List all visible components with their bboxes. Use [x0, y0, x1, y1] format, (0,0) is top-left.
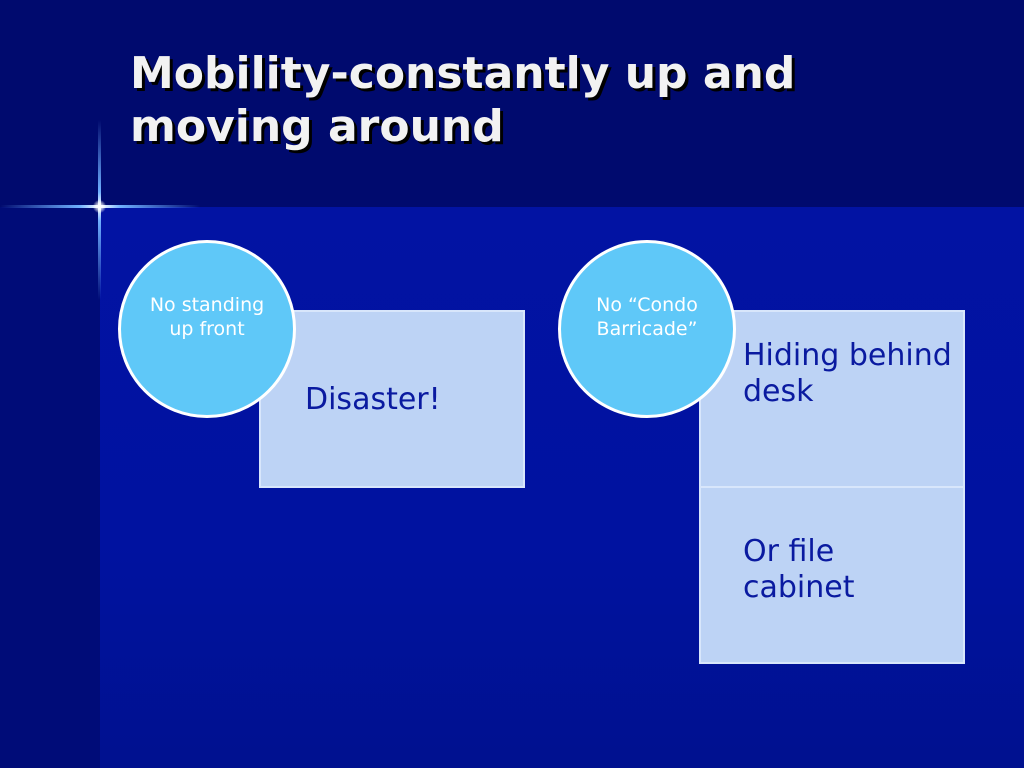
- hiding-behind-desk-box: Hiding behind desk: [699, 310, 965, 488]
- hiding-behind-desk-text: Hiding behind desk: [743, 338, 952, 409]
- slide-title: Mobility-constantly up and moving around: [130, 48, 796, 152]
- no-standing-up-front-circle: No standing up front: [118, 240, 296, 418]
- sparkle-star-icon: [93, 200, 106, 213]
- disaster-box: Disaster!: [259, 310, 525, 488]
- no-condo-barricade-circle: No “Condo Barricade”: [558, 240, 736, 418]
- file-cabinet-text: Or file cabinet: [743, 534, 855, 605]
- file-cabinet-box: Or file cabinet: [699, 486, 965, 664]
- background-title-band: [0, 0, 1024, 207]
- no-standing-up-front-label: No standing up front: [149, 294, 265, 340]
- disaster-box-text: Disaster!: [305, 382, 441, 417]
- no-condo-barricade-label: No “Condo Barricade”: [596, 294, 698, 340]
